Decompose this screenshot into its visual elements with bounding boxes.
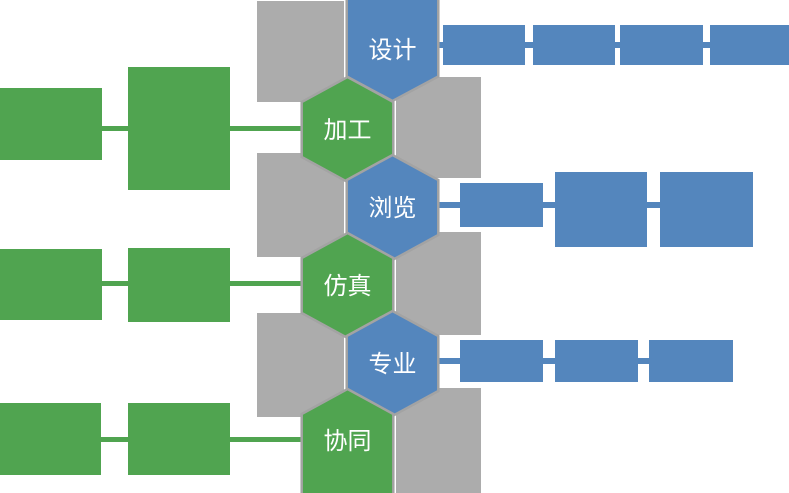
branch-node [649, 340, 733, 382]
hexagon-label-machining: 加工 [324, 116, 372, 144]
connector-line [437, 202, 460, 208]
hexagon-label-simulation: 仿真 [324, 272, 372, 300]
hexagon-collaboration [300, 387, 395, 493]
branch-node [443, 25, 525, 65]
connector-line [230, 126, 303, 131]
branch-node [660, 172, 753, 247]
connector-line [437, 358, 460, 364]
connector-line [703, 42, 710, 48]
connector-line [543, 358, 555, 364]
branch-node [533, 25, 615, 65]
left-branch-rows [0, 67, 303, 475]
connector-line [436, 42, 445, 48]
branch-node [128, 67, 230, 190]
connector-line [543, 202, 555, 208]
connector-line [230, 281, 303, 286]
connector-line [525, 42, 533, 48]
branch-node [620, 25, 703, 65]
connector-line [101, 437, 128, 442]
right-branch-rows [436, 25, 789, 382]
hexagon-label-design: 设计 [369, 36, 417, 64]
branch-node [0, 88, 102, 160]
hexagon-label-specialty: 专业 [369, 350, 417, 378]
branch-node [0, 403, 101, 475]
branch-node [460, 183, 543, 227]
hexagon-label-collaboration: 协同 [324, 427, 372, 455]
branch-node [555, 340, 638, 382]
connector-line [647, 202, 660, 208]
branch-node [710, 25, 789, 65]
placeholder-square [257, 1, 344, 102]
hexagon-label-browse: 浏览 [369, 194, 417, 222]
connector-line [615, 42, 620, 48]
branch-node [128, 248, 230, 322]
connector-line [230, 437, 303, 442]
placeholder-squares [257, 1, 481, 493]
branch-node [128, 403, 230, 475]
branch-node [555, 172, 647, 247]
branch-node [460, 340, 543, 382]
hexagon-chain: 设计 加工 浏览 仿真 专业 协同 [300, 0, 440, 493]
placeholder-square [396, 77, 481, 178]
connector-line [102, 281, 128, 286]
branch-node [0, 249, 102, 320]
connector-line [638, 358, 649, 364]
connector-line [102, 126, 128, 131]
